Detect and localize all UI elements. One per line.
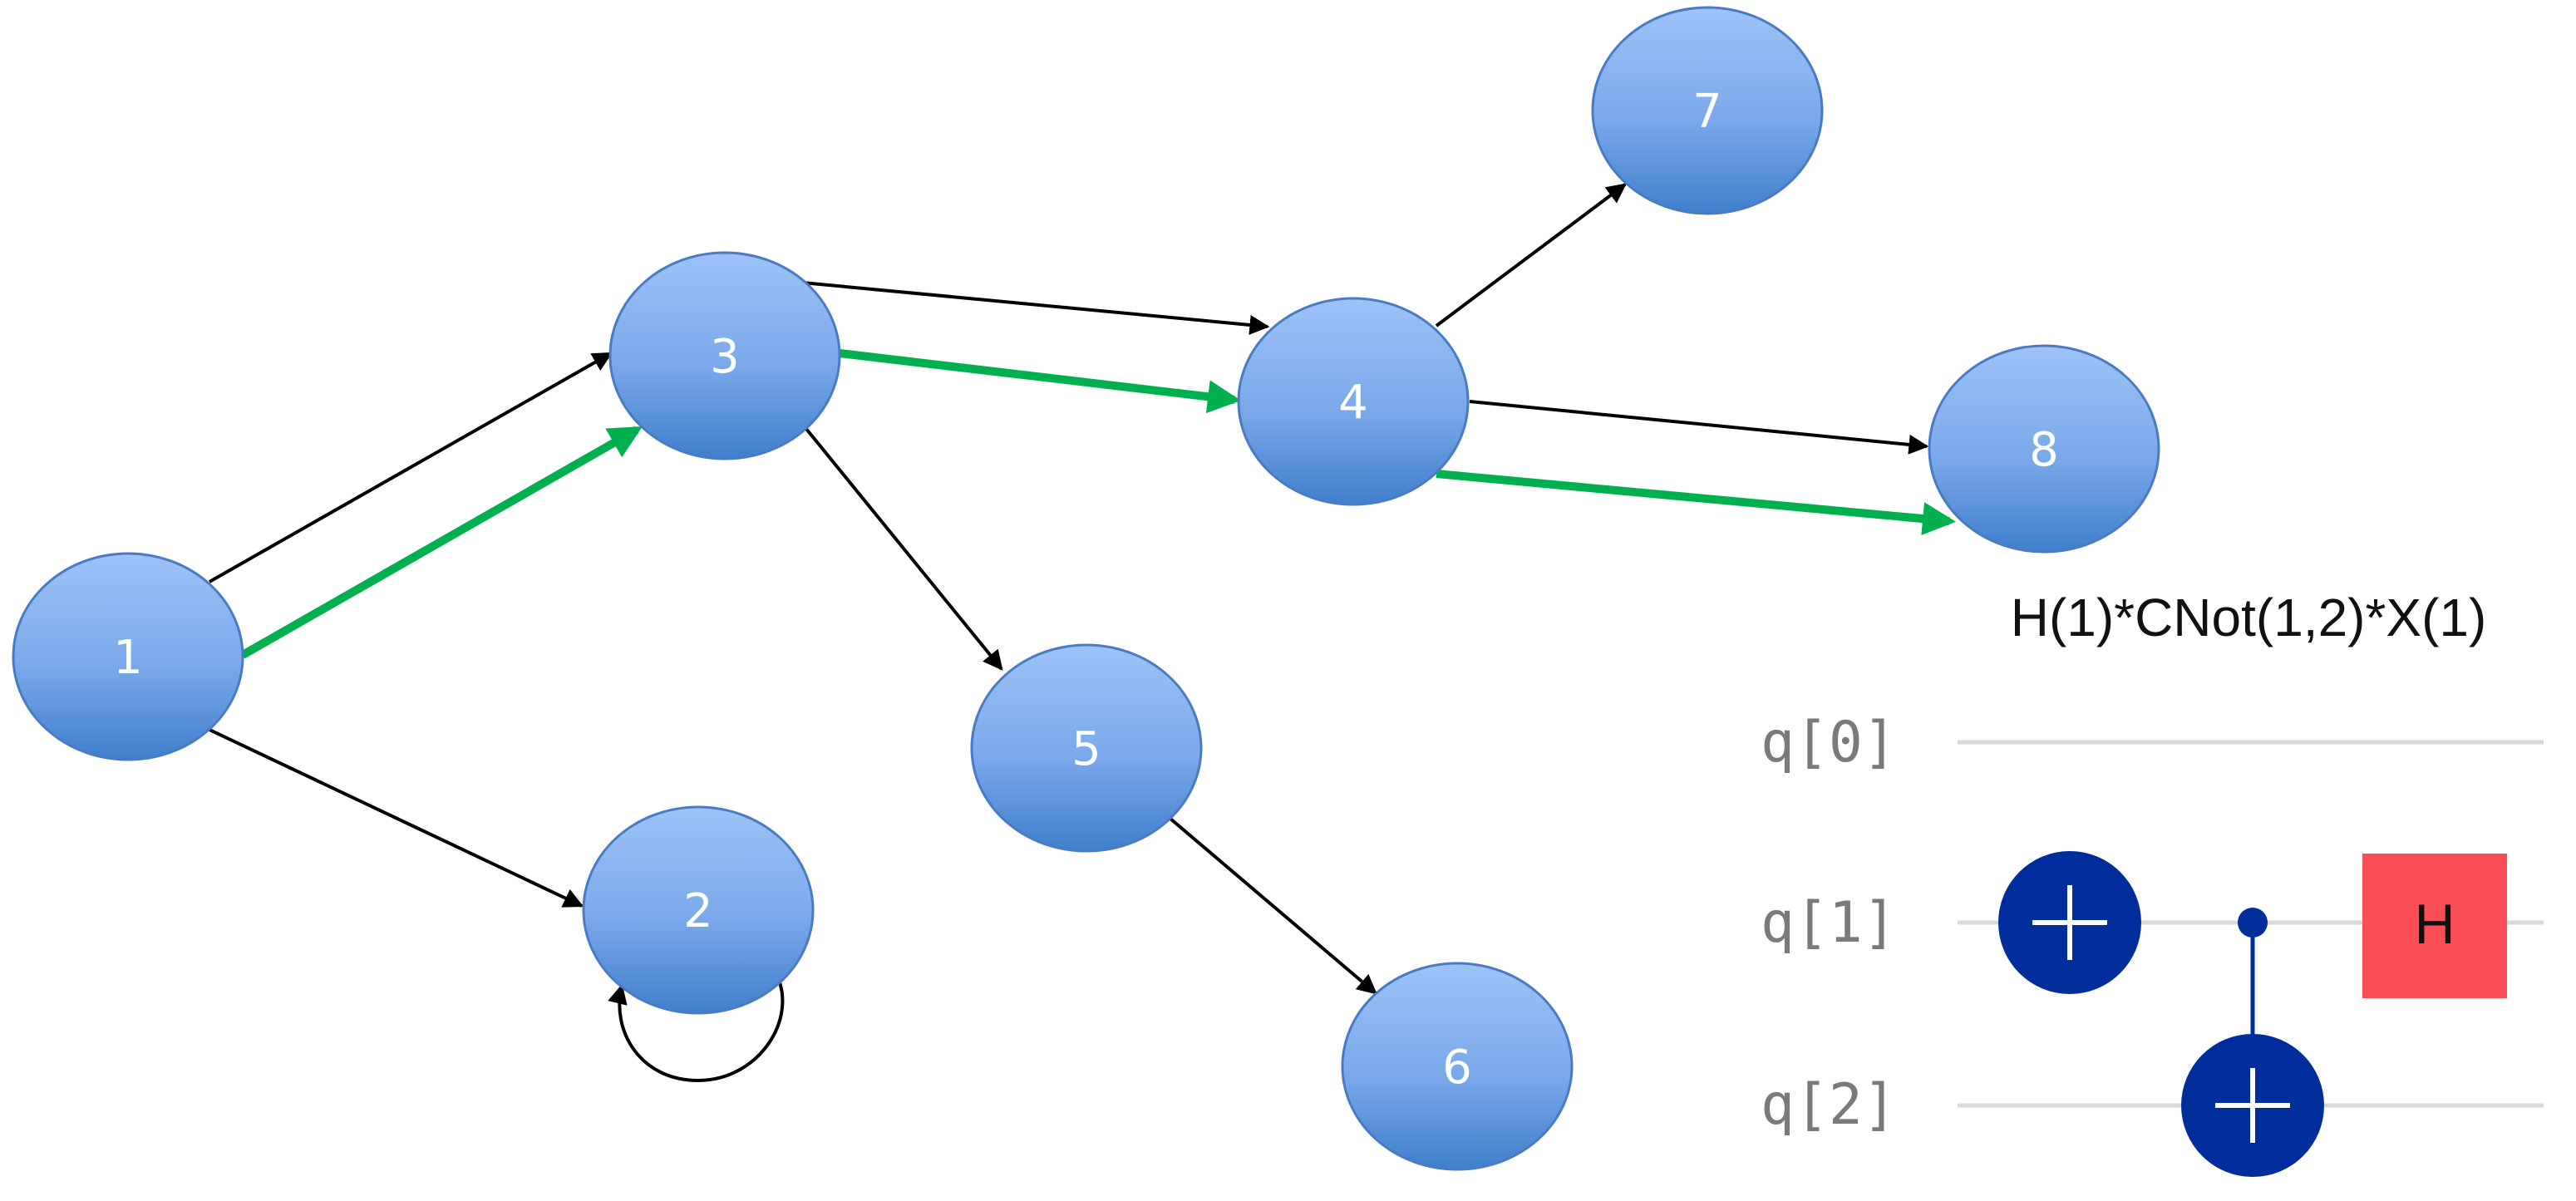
- plus-icon: [2215, 1068, 2290, 1143]
- x-gate: [1998, 851, 2141, 994]
- qubit-label-1: q[1]: [1761, 890, 1897, 956]
- h-gate: H: [2362, 854, 2507, 998]
- quantum-circuit: H(1)*CNot(1,2)*X(1) q[0] q[1] q[2]: [1761, 588, 2544, 1177]
- node-3: 3: [608, 251, 841, 460]
- graph-edges: [209, 183, 1956, 1083]
- edge-5-6: [1169, 817, 1377, 995]
- edge-3-5: [805, 427, 1003, 671]
- node-7-label: 7: [1692, 85, 1722, 139]
- node-7: 7: [1591, 6, 1824, 215]
- node-4: 4: [1237, 297, 1470, 506]
- node-2: 2: [582, 805, 815, 1015]
- node-6: 6: [1341, 962, 1574, 1171]
- plus-icon: [2032, 885, 2107, 960]
- circuit-formula: H(1)*CNot(1,2)*X(1): [2011, 588, 2487, 647]
- graph-nodes: 1 2 3 4 5 6 7 8: [12, 6, 2160, 1171]
- cnot-gate: [2181, 908, 2324, 1177]
- node-2-label: 2: [683, 884, 713, 938]
- node-6-label: 6: [1442, 1041, 1472, 1095]
- node-1-label: 1: [113, 631, 143, 685]
- node-5: 5: [970, 643, 1203, 853]
- highlight-edge-3-4: [839, 349, 1241, 414]
- qubit-label-2: q[2]: [1761, 1072, 1897, 1138]
- node-1: 1: [12, 552, 244, 761]
- cnot-target: [2181, 1034, 2324, 1177]
- edge-4-7: [1435, 183, 1627, 327]
- highlight-edge-1-3: [240, 426, 643, 659]
- edge-2-2-loop: [608, 967, 785, 1083]
- cnot-control-dot: [2238, 908, 2268, 938]
- edge-3-4: [801, 281, 1270, 335]
- node-8-label: 8: [2029, 423, 2059, 477]
- edge-4-8: [1469, 400, 1929, 455]
- node-3-label: 3: [710, 330, 740, 384]
- edge-1-3: [209, 352, 613, 583]
- edge-1-2: [209, 728, 584, 908]
- h-gate-label: H: [2414, 893, 2455, 956]
- highlight-edge-4-8: [1436, 470, 1956, 535]
- node-4-label: 4: [1338, 376, 1368, 430]
- node-8: 8: [1928, 344, 2160, 554]
- qubit-label-0: q[0]: [1761, 710, 1897, 775]
- node-5-label: 5: [1071, 722, 1101, 776]
